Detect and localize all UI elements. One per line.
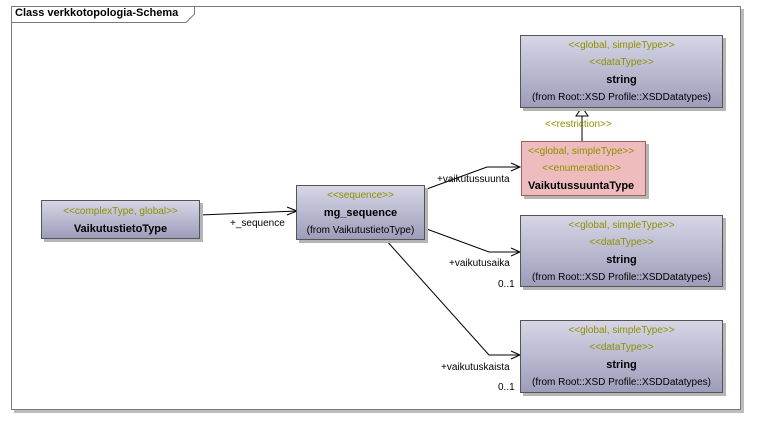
class-name: string xyxy=(606,74,637,86)
class-name: mg_sequence xyxy=(323,207,398,219)
class-string-top[interactable]: <<global, simpleType>> <<dataType>> stri… xyxy=(520,35,723,108)
class-origin: (from Root::XSD Profile::XSDDatatypes) xyxy=(532,377,711,388)
kaista-association xyxy=(384,238,520,356)
class-origin: (from Root::XSD Profile::XSDDatatypes) xyxy=(532,92,711,103)
aika-role-label: +vaikutusaika xyxy=(449,258,510,269)
aika-association xyxy=(423,227,520,253)
kaista-multiplicity: 0..1 xyxy=(498,382,515,393)
class-stereotype: <<dataType>> xyxy=(589,57,654,68)
sequence-association xyxy=(199,210,298,216)
class-stereotype: <<global, simpleType>> xyxy=(568,220,675,231)
class-stereotype: <<enumeration>> xyxy=(542,163,621,174)
aika-multiplicity: 0..1 xyxy=(498,279,515,290)
suunta-arrowhead xyxy=(510,162,522,172)
class-origin: (from Root::XSD Profile::XSDDatatypes) xyxy=(532,272,711,283)
title-tab-shape xyxy=(11,6,195,23)
diagram-title: Class verkkotopologia-Schema xyxy=(15,7,179,19)
class-stereotype: <<sequence>> xyxy=(327,190,394,201)
class-string-bottom[interactable]: <<global, simpleType>> <<dataType>> stri… xyxy=(520,320,723,393)
class-vaikutustietotype[interactable]: <<complexType, global>> VaikutustietoTyp… xyxy=(41,200,200,239)
class-name: string xyxy=(606,254,637,266)
class-stereotype: <<global, simpleType>> xyxy=(568,40,675,51)
restriction-label: <<restriction>> xyxy=(545,119,612,130)
class-stereotype: <<complexType, global>> xyxy=(63,206,178,217)
class-origin: (from VaikutustietoType) xyxy=(306,225,415,236)
sequence-role-label: +_sequence xyxy=(230,218,285,229)
class-stereotype: <<dataType>> xyxy=(589,237,654,248)
suunta-association xyxy=(423,166,520,191)
class-stereotype: <<dataType>> xyxy=(589,342,654,353)
class-stereotype: <<global, simpleType>> xyxy=(528,146,635,157)
class-stereotype: <<global, simpleType>> xyxy=(568,325,675,336)
restriction-generalization-head xyxy=(575,106,589,117)
class-mg-sequence[interactable]: <<sequence>> mg_sequence (from Vaikutust… xyxy=(296,185,425,240)
class-string-mid[interactable]: <<global, simpleType>> <<dataType>> stri… xyxy=(520,215,723,287)
class-vaikutussuuntatype[interactable]: <<global, simpleType>> <<enumeration>> V… xyxy=(521,141,646,196)
class-name: string xyxy=(606,359,637,371)
kaista-role-label: +vaikutuskaista xyxy=(441,362,510,373)
class-name: VaikutussuuntaType xyxy=(528,180,635,192)
suunta-role-label: +vaikutussuunta xyxy=(437,174,510,185)
class-name: VaikutustietoType xyxy=(73,223,168,235)
